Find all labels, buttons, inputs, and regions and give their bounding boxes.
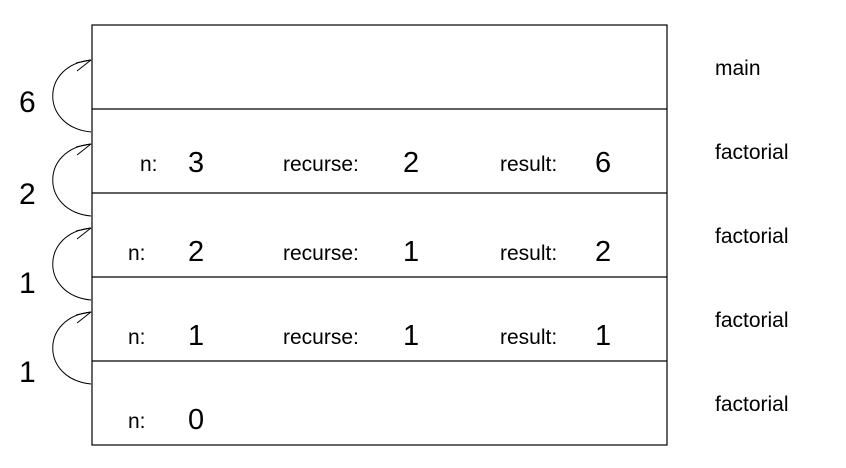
return-value: 1 [19,356,36,389]
variable-label: n: [128,410,146,433]
variable-label: recurse: [283,153,359,176]
variable-label: n: [128,242,146,265]
variable-label: n: [140,153,158,176]
variable-label: result: [500,153,557,176]
variable-value: 1 [403,320,419,352]
variable-label: result: [500,326,557,349]
curved-arrow-icon [52,143,92,217]
stack-frame: main [715,57,761,80]
frame-name: factorial [715,309,789,332]
stack-frame: factorial n: 1 recurse: 1 result: 1 [92,276,789,352]
frame-name: factorial [715,225,789,248]
arrowhead-icon [75,143,92,156]
return-value: 1 [19,267,36,300]
return-arrow: 2 [19,143,92,217]
variable-value: 1 [595,320,611,352]
variable-value: 1 [403,236,419,268]
variable-label: recurse: [283,326,359,349]
variable-value: 2 [403,147,419,179]
variable-value: 2 [595,236,611,268]
variable-value: 6 [595,147,611,179]
return-value: 2 [19,178,36,211]
frame-name: factorial [715,393,789,416]
variable-value: 1 [188,320,204,352]
variable-value: 3 [188,147,204,179]
arrowhead-icon [75,227,92,240]
stack-box [91,24,668,446]
curved-arrow-icon [52,59,92,133]
variable-value: 2 [188,236,204,268]
variable-value: 0 [188,404,204,436]
arrowhead-icon [75,59,92,72]
variable-label: result: [500,242,557,265]
stack-frame: factorial n: 3 recurse: 2 result: 6 [92,108,789,179]
stack-frame: factorial n: 2 recurse: 1 result: 2 [92,192,789,268]
arrowhead-icon [75,311,92,324]
curved-arrow-icon [52,227,92,301]
return-arrow: 1 [19,227,92,301]
stack-frame: factorial n: 0 [92,360,789,436]
return-value: 6 [19,86,36,119]
frame-name: main [715,57,761,80]
frame-name: factorial [715,141,789,164]
variable-label: n: [128,326,146,349]
return-arrow: 1 [19,311,92,389]
return-arrow: 6 [19,59,92,133]
variable-label: recurse: [283,242,359,265]
curved-arrow-icon [52,311,92,385]
